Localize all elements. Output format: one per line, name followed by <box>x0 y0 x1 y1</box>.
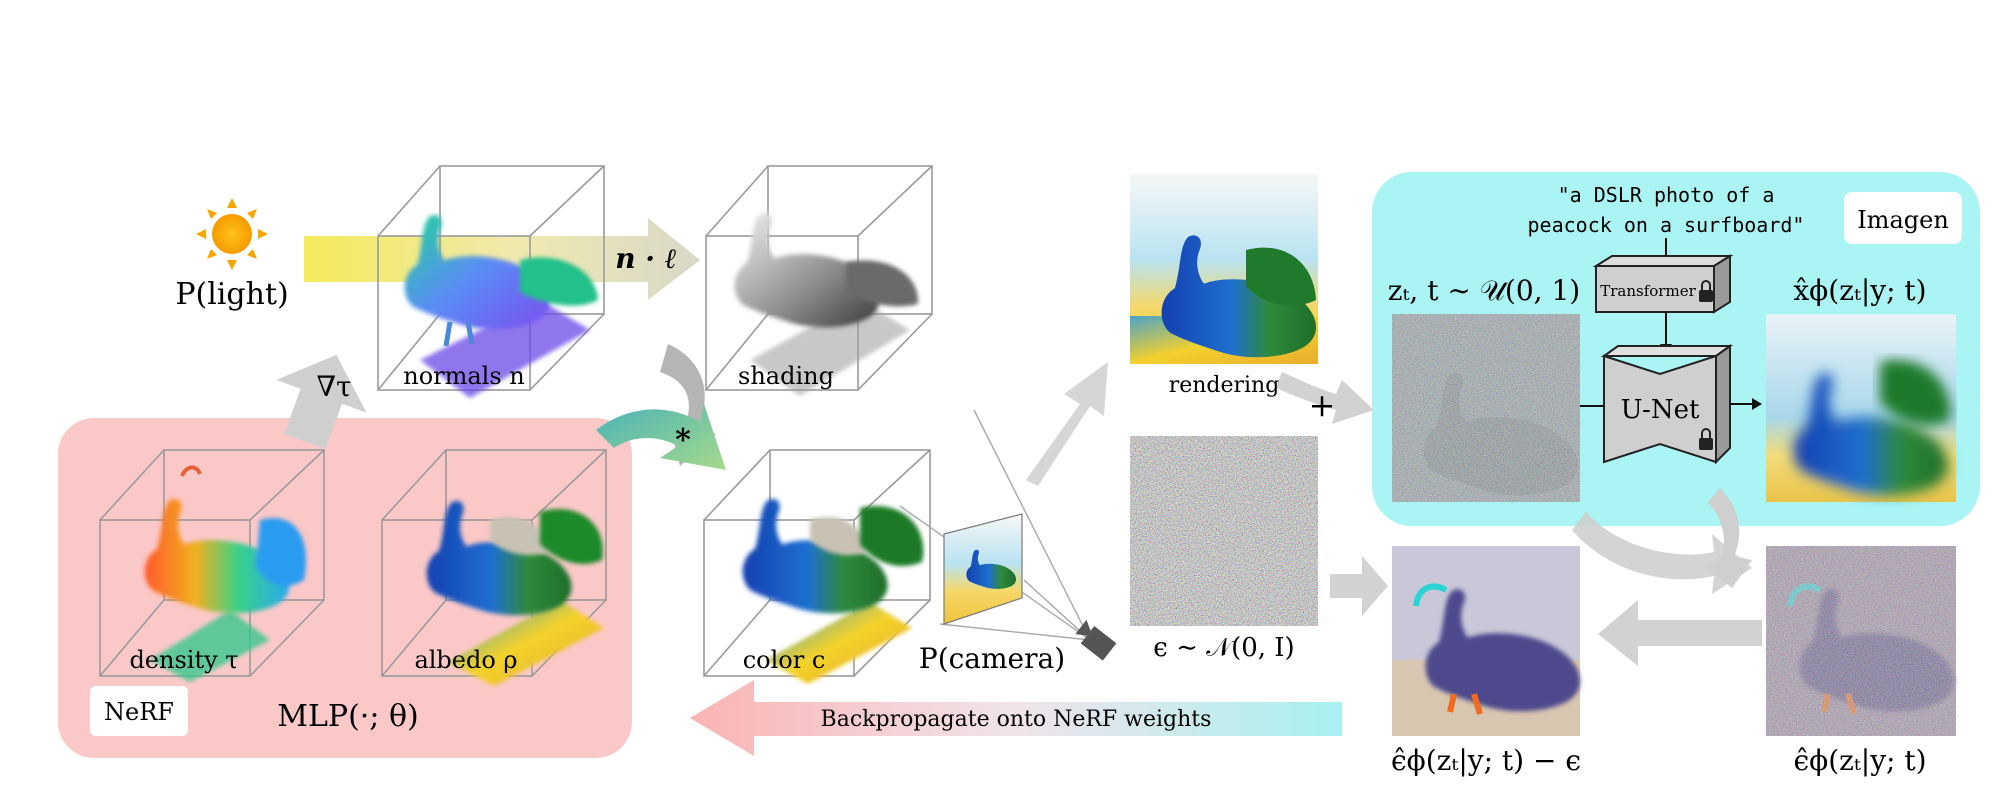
normals-peacock <box>404 214 598 398</box>
imagen-tag-box <box>1844 192 1962 244</box>
camera-icon <box>1075 619 1117 661</box>
backprop-label: Backpropagate onto NeRF weights <box>821 707 1212 732</box>
noise-arrow <box>1330 556 1388 616</box>
grad-image <box>1392 546 1581 736</box>
multiply-label: * <box>675 423 691 458</box>
unet-label: U-Net <box>1621 395 1700 425</box>
grad-label: ϵ̂ϕ(zₜ|y; t) − ϵ <box>1391 744 1581 777</box>
gradient-label: ∇τ <box>316 370 351 403</box>
noise-image <box>1130 436 1318 626</box>
plus-label: + <box>1309 386 1336 424</box>
rendering-image <box>1130 174 1318 364</box>
color-peacock <box>742 498 924 684</box>
nerf-tag-box <box>90 686 188 736</box>
density-volume <box>144 465 307 682</box>
prompt-line-2: peacock on a surfboard" <box>1528 213 1805 237</box>
shading-peacock <box>734 212 919 396</box>
gradient-arrow <box>276 354 367 449</box>
zt-label: zₜ, t ∼ 𝒰(0, 1) <box>1388 274 1580 307</box>
light-label: P(light) <box>175 277 288 312</box>
prompt-line-1: "a DSLR photo of a <box>1558 183 1775 207</box>
dot-label: n · ℓ <box>615 242 677 275</box>
xhat-to-epshat-arrow <box>1704 488 1752 588</box>
unet-arrowhead <box>1752 398 1762 410</box>
albedo-peacock <box>426 500 604 686</box>
unet-lock-icon <box>1699 428 1713 450</box>
output-to-epshat-arrow <box>1572 512 1752 594</box>
sun-icon <box>196 198 268 270</box>
epshat-image <box>1766 546 1956 736</box>
density-label: density τ <box>129 646 238 674</box>
shading-label: shading <box>738 362 834 390</box>
albedo-label: albedo ρ <box>414 646 517 674</box>
unet-box <box>1600 344 1734 465</box>
mlp-label: MLP(·; θ) <box>277 699 418 734</box>
epshat-to-grad-arrow <box>1598 600 1762 666</box>
camera-label: P(camera) <box>919 642 1065 675</box>
xhat-label: x̂ϕ(zₜ|y; t) <box>1793 274 1926 307</box>
nerf-tag: NeRF <box>104 698 174 726</box>
imagen-tag: Imagen <box>1857 206 1949 234</box>
transformer-box <box>1592 254 1734 314</box>
transformer-label: Transformer <box>1600 282 1696 300</box>
epshat-label: ϵ̂ϕ(zₜ|y; t) <box>1793 744 1926 777</box>
multiply-arrow <box>596 404 726 470</box>
rendering-label: rendering <box>1169 373 1280 398</box>
backprop-arrow <box>690 680 1342 756</box>
noise-label: ϵ ∼ 𝒩(0, I) <box>1153 633 1294 663</box>
normals-label: normals n <box>403 362 525 390</box>
denoised-output-image <box>1766 314 1956 502</box>
camera-to-rendering-arrow <box>1026 362 1108 486</box>
light-beam <box>304 218 700 300</box>
noisy-input-image <box>1392 314 1580 502</box>
rendering-plus-arrow <box>1276 372 1374 424</box>
lock-icon <box>1699 280 1713 302</box>
camera-image-plane <box>943 513 1023 625</box>
color-label: color c <box>743 646 826 674</box>
